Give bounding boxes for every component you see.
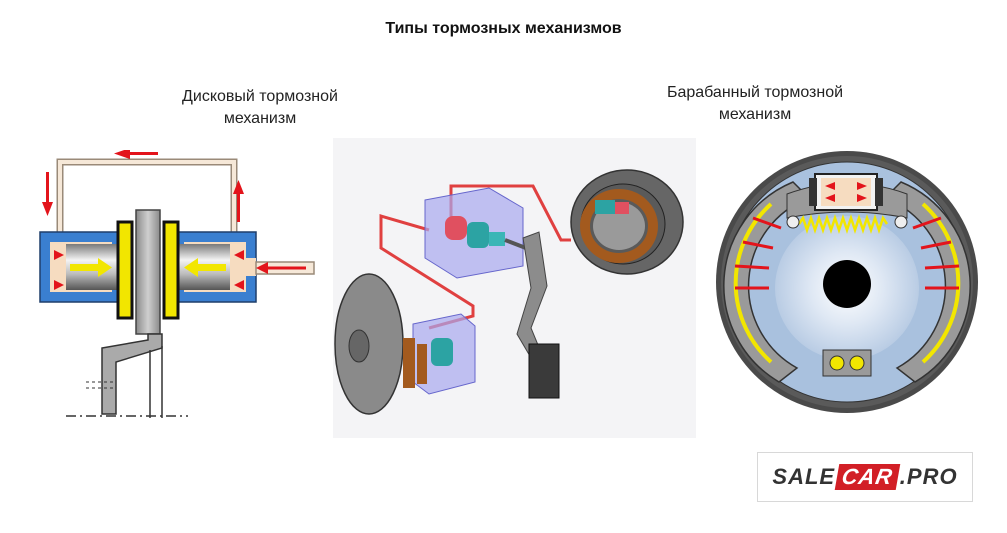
logo-part-sale: SALE xyxy=(772,464,836,489)
flow-arrow-right-up xyxy=(233,180,244,222)
flow-arrow-left-down xyxy=(42,172,53,216)
pressure-arrows-left xyxy=(54,250,64,290)
disc-brake-caption: Дисковый тормозной механизм xyxy=(140,86,380,130)
right-brake-pad xyxy=(162,220,180,320)
logo-part-car: CAR xyxy=(834,464,901,490)
salecar-pro-logo: SALE CAR .PRO xyxy=(757,452,973,502)
piston-force-arrow-left xyxy=(70,258,112,277)
drum-brake-diagram xyxy=(713,148,981,416)
inlet-arrow xyxy=(256,262,306,274)
pressure-arrows-right xyxy=(234,250,244,290)
right-lining xyxy=(921,202,961,364)
master-cylinder-piston-red xyxy=(445,216,467,240)
master-cylinder-piston-teal xyxy=(467,222,489,248)
disc-caption-line-1: Дисковый тормозной xyxy=(182,88,338,105)
page-title: Типы тормозных механизмов xyxy=(385,20,622,37)
axle-hole xyxy=(823,260,871,308)
disc-caption-line-2: механизм xyxy=(223,110,297,127)
disc-pad-brown xyxy=(403,338,415,388)
cylinder-pressure-arrows xyxy=(825,182,867,202)
piston-force-arrow-right xyxy=(184,258,226,277)
disc-brake-diagram xyxy=(38,150,320,425)
drum-caption-line-1: Барабанный тормозной xyxy=(666,84,844,101)
left-brake-shoe xyxy=(723,181,811,383)
drum-caption-line-2: механизм xyxy=(718,106,792,123)
left-lining xyxy=(733,202,773,364)
shoe-force-arrows-left xyxy=(734,216,782,290)
disc-hub xyxy=(101,333,163,415)
drum-shoe xyxy=(580,189,658,263)
right-brake-shoe xyxy=(883,181,971,383)
brake-pedal-pad xyxy=(528,343,560,399)
shoe-force-arrows-right xyxy=(912,216,960,290)
left-brake-pad xyxy=(116,220,134,320)
brake-system-illustration xyxy=(333,138,696,438)
logo-part-pro: .PRO xyxy=(899,464,958,489)
flow-arrow-top xyxy=(114,150,158,159)
drum-brake-caption: Барабанный тормозной механизм xyxy=(630,82,880,126)
return-spring xyxy=(797,214,889,234)
brake-disc xyxy=(135,209,161,335)
